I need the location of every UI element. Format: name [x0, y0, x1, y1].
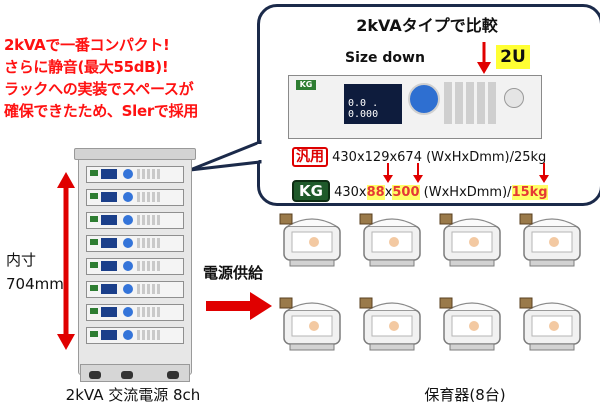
- inner-size-title: 内寸: [6, 251, 37, 269]
- size-down-label: Size down: [345, 50, 425, 66]
- device-display: 0.0 . 0.000: [344, 84, 402, 124]
- incubator-icon: [279, 297, 341, 351]
- bubble-title: 2kVAタイプで比較: [356, 16, 498, 35]
- kg-height: 88: [366, 185, 385, 200]
- device-front-panel: [288, 75, 542, 139]
- headline-line-3: ラックへの実装でスペースが: [4, 80, 194, 98]
- power-unit: [86, 327, 184, 344]
- caster-icon: [167, 371, 179, 379]
- rack-base: [80, 364, 190, 382]
- headline-line-4: 確保できたため、Slerで採用: [4, 102, 199, 120]
- incubator-grid: [279, 213, 581, 351]
- kg-width: 430x: [334, 185, 367, 200]
- power-unit: [86, 304, 184, 321]
- right-arrow-icon: [206, 292, 272, 320]
- device-logo: KG: [296, 80, 316, 90]
- kg-slash: /: [507, 185, 512, 200]
- standard-dims: 430x129x674: [332, 150, 422, 165]
- power-unit: [86, 166, 184, 183]
- incubator-caption: 保育器(8台): [424, 386, 506, 404]
- incubator-icon: [519, 297, 581, 351]
- caster-icon: [121, 371, 133, 379]
- rack-units-badge: 2U: [496, 45, 530, 69]
- keypad-icon: [444, 82, 496, 124]
- headline-line-1: 2kVAで一番コンパクト!: [4, 36, 170, 54]
- spec-row-standard: 汎用 430x129x674 (WxHxDmm)/25kg: [292, 146, 547, 167]
- incubator-icon: [439, 213, 501, 267]
- headline: 2kVAで一番コンパクト! さらに静音(最大55dB)! ラックへの実装でスペー…: [4, 34, 259, 122]
- standard-unit: (WxHxDmm): [426, 150, 510, 165]
- change-arrows: [383, 163, 549, 183]
- standard-badge: 汎用: [292, 147, 328, 167]
- kg-x: x: [384, 185, 393, 200]
- rack-caption: 2kVA 交流電源 8ch: [65, 386, 201, 404]
- rack-top: [74, 148, 196, 160]
- caster-icon: [89, 371, 101, 379]
- spec-row-kg: KG 430x88x500 (WxHxDmm)/15kg: [292, 180, 548, 202]
- kg-depth: 500: [392, 185, 420, 200]
- height-arrow-icon: [57, 172, 75, 350]
- headline-line-2: さらに静音(最大55dB)!: [4, 58, 169, 76]
- device-display-text: 0.0 . 0.000: [348, 98, 379, 120]
- power-unit: [86, 189, 184, 206]
- power-button-icon: [504, 88, 524, 108]
- incubator-icon: [359, 213, 421, 267]
- incubator-icon: [439, 297, 501, 351]
- down-arrow-icon: [477, 42, 491, 74]
- power-unit: [86, 235, 184, 252]
- incubator-icon: [359, 297, 421, 351]
- bubble-tail: [189, 140, 263, 172]
- incubator-icon: [519, 213, 581, 267]
- inner-size-value: 704mm: [6, 275, 64, 293]
- kg-unit: (WxHxDmm): [423, 185, 508, 200]
- power-unit: [86, 212, 184, 229]
- incubator-icon: [279, 213, 341, 267]
- inner-size-label: 内寸 704mm: [6, 248, 64, 296]
- power-unit: [86, 281, 184, 298]
- knob-icon: [408, 83, 440, 115]
- kg-badge: KG: [292, 180, 330, 202]
- power-unit: [86, 258, 184, 275]
- kg-weight: 15kg: [511, 185, 548, 200]
- power-supply-label: 電源供給: [203, 264, 264, 282]
- standard-weight: /25kg: [509, 150, 547, 165]
